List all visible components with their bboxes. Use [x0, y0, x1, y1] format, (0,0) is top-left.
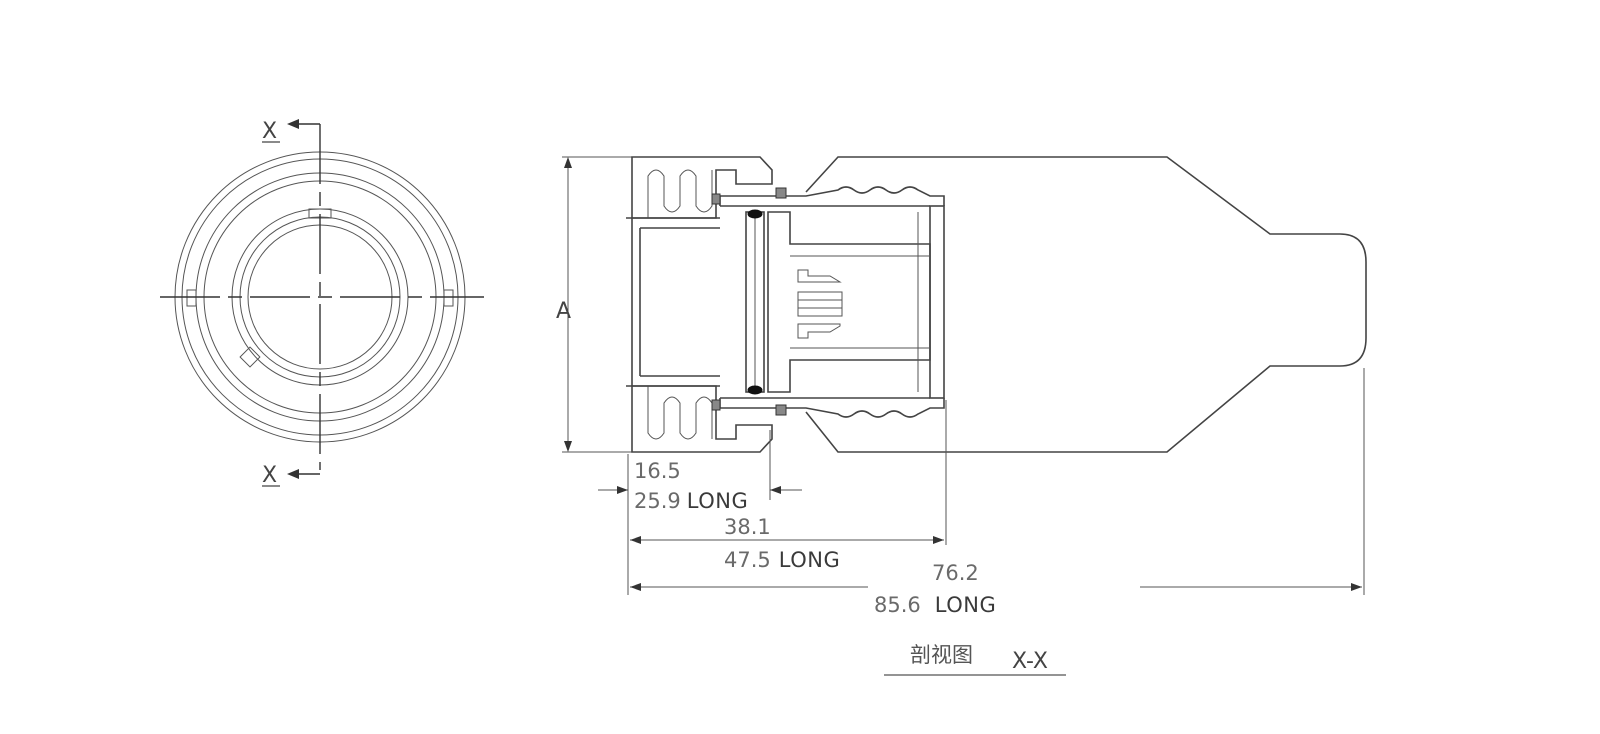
caption: 剖视图 X-X [884, 643, 1066, 676]
seal-bottom [775, 404, 787, 416]
dim-3-value: 76.2 [932, 561, 979, 585]
key-notch-diag [239, 346, 261, 368]
pins [797, 269, 843, 339]
height-label: A [556, 299, 571, 324]
section-mark-top: X [262, 119, 277, 144]
dim-2-value: 38.1 [724, 515, 771, 539]
contact-block [767, 211, 931, 393]
seal-top-inner [711, 193, 721, 205]
dim-2-long: 47.5 LONG [724, 548, 840, 572]
housing-top [719, 186, 945, 206]
section-arrowhead-bottom [287, 469, 299, 479]
dim-2-arrow-right [933, 536, 944, 544]
pin-1 [797, 269, 842, 283]
dim-1-long-suffix: LONG [687, 489, 748, 513]
seal-bottom-inner [711, 399, 721, 411]
caption-section: X-X [1012, 649, 1048, 674]
seal-top [775, 187, 787, 199]
dim-3-long: 85.6 LONG [874, 593, 996, 617]
dim-3-arrow-left [630, 583, 641, 591]
height-arrow-bottom [564, 441, 572, 452]
dim-3-long-value: 85.6 [874, 593, 921, 617]
section-arrowhead-top [287, 119, 299, 129]
thread-teeth-top [647, 169, 713, 218]
key-notch-left [186, 289, 197, 307]
o-ring-bottom [747, 385, 763, 395]
dim-1-value: 16.5 [634, 459, 681, 483]
dim-2-long-value: 47.5 [724, 548, 771, 572]
thread-top [631, 156, 773, 219]
dim-1-long-value: 25.9 [634, 489, 681, 513]
dim-1-arrow-right [770, 486, 781, 494]
dim-3-long-suffix: LONG [935, 593, 996, 617]
dim-2-arrow-left [630, 536, 641, 544]
key-notch-right [443, 289, 454, 307]
dim-2-long-suffix: LONG [779, 548, 840, 572]
housing-bottom [719, 398, 945, 418]
front-bore [626, 217, 720, 387]
caption-title: 剖视图 [910, 643, 973, 667]
front-view: X X [160, 119, 484, 488]
height-arrow-top [564, 157, 572, 168]
cable-boot [805, 156, 1367, 453]
section-mark-bottom: X [262, 463, 277, 488]
section-view: A [556, 156, 1367, 595]
thread-teeth-bottom [647, 386, 713, 440]
pin-2 [797, 291, 843, 317]
thread-bottom [631, 385, 773, 453]
dim-3-arrow-right [1351, 583, 1362, 591]
pin-3 [797, 323, 841, 339]
dim-1-arrow-left [617, 486, 628, 494]
o-ring-top [747, 209, 763, 219]
housing-end-cap [929, 205, 945, 399]
